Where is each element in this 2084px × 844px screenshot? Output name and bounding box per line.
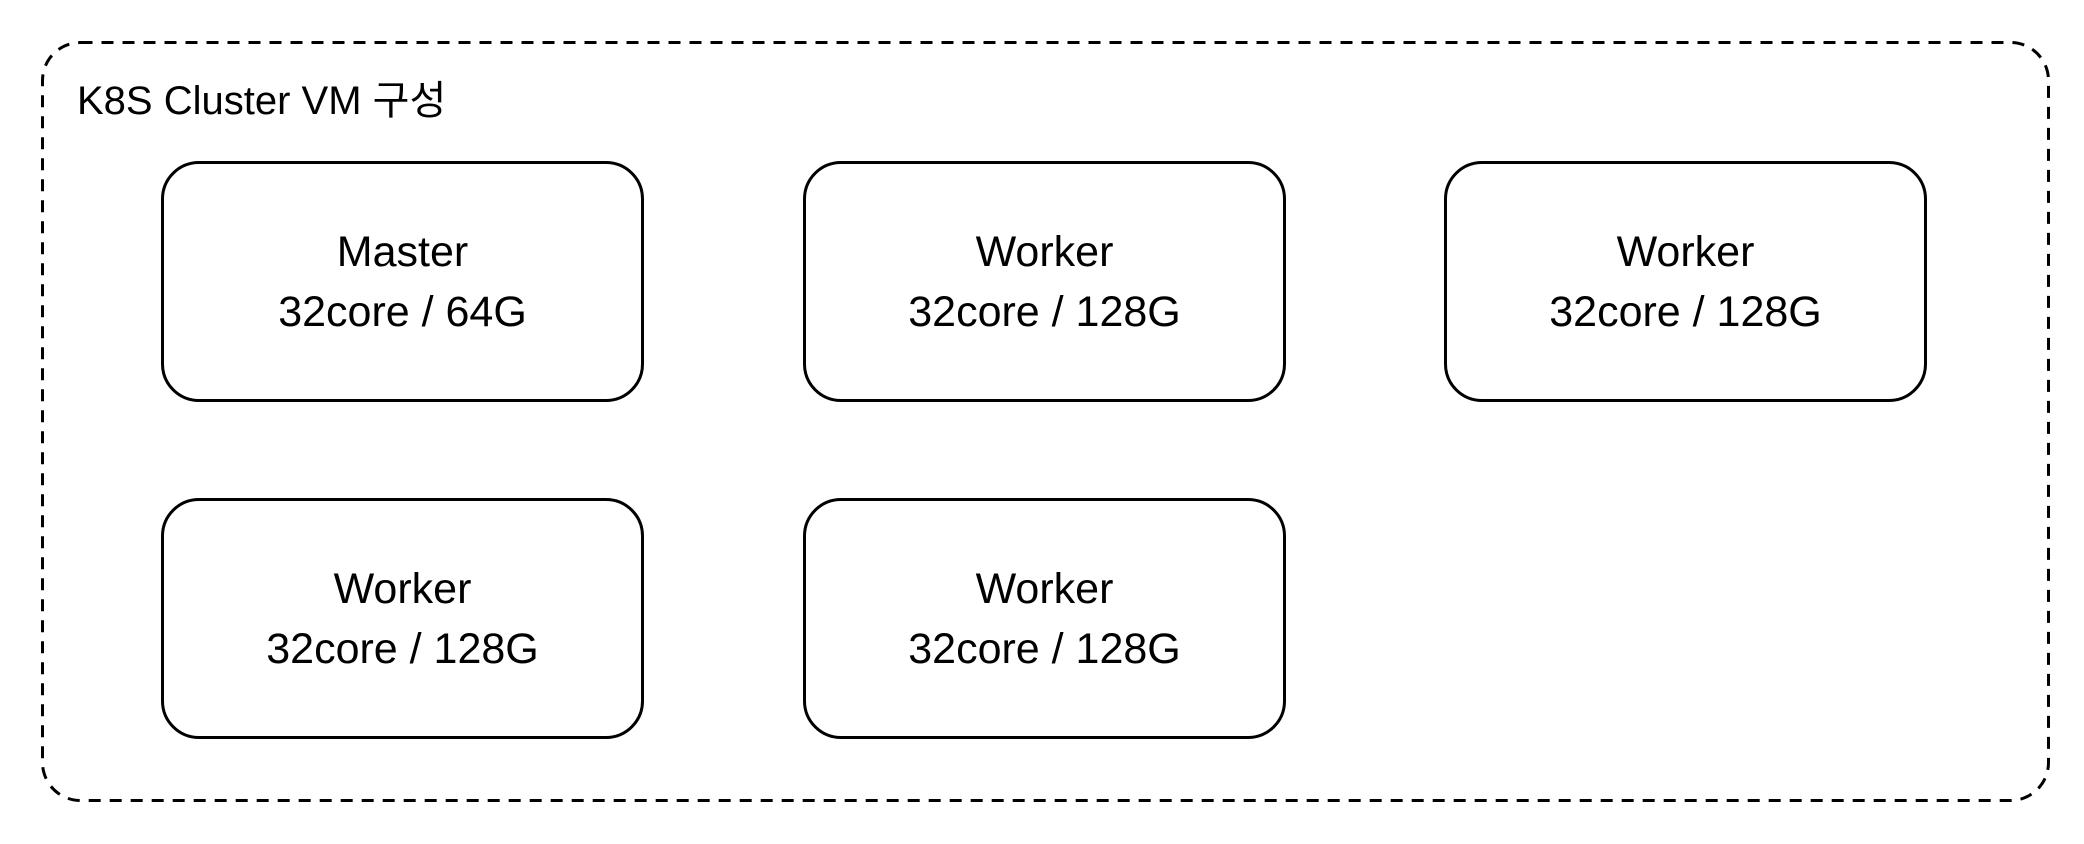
node-spec: 32core / 128G (908, 624, 1181, 673)
vm-node-worker-4[interactable]: Worker 32core / 128G (803, 498, 1286, 739)
vm-node-master[interactable]: Master 32core / 64G (161, 161, 644, 402)
node-role: Worker (975, 227, 1114, 276)
node-role: Master (336, 227, 469, 276)
k8s-cluster-group: K8S Cluster VM 구성 (41, 41, 2050, 802)
node-role: Worker (1616, 227, 1755, 276)
cluster-title: K8S Cluster VM 구성 (77, 79, 447, 123)
node-role: Worker (333, 564, 472, 613)
cluster-dashed-border (41, 41, 2050, 802)
node-spec: 32core / 128G (1549, 287, 1822, 336)
node-role: Worker (975, 564, 1114, 613)
vm-node-worker-1[interactable]: Worker 32core / 128G (803, 161, 1286, 402)
vm-node-worker-2[interactable]: Worker 32core / 128G (1444, 161, 1927, 402)
vm-node-worker-3[interactable]: Worker 32core / 128G (161, 498, 644, 739)
node-spec: 32core / 128G (908, 287, 1181, 336)
node-spec: 32core / 64G (278, 287, 527, 336)
node-spec: 32core / 128G (266, 624, 539, 673)
